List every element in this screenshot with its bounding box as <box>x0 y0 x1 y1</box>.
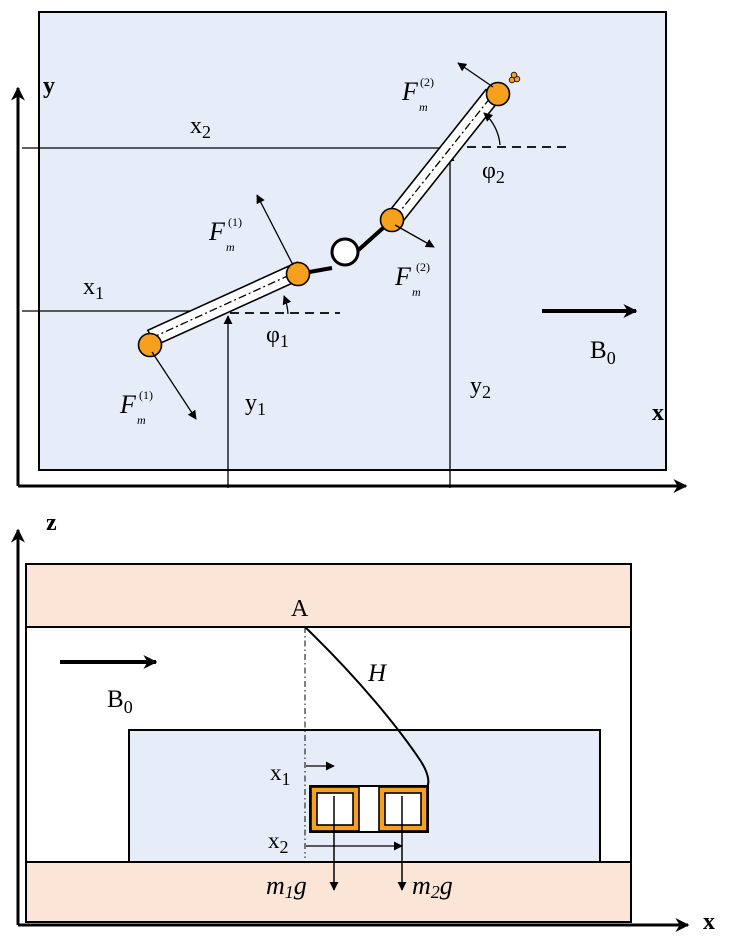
side-x2-label: x2 <box>268 828 289 857</box>
svg-text:F: F <box>119 390 137 419</box>
side-b0-label: B0 <box>107 686 133 717</box>
svg-text:(2): (2) <box>416 260 430 274</box>
force-arrow-1a <box>151 351 197 420</box>
end-effector-dots <box>508 71 521 84</box>
top-x-axis-label: x <box>652 400 664 426</box>
svg-text:m: m <box>412 285 421 299</box>
y2-label: y2 <box>470 373 491 402</box>
magnet-2a <box>379 207 405 233</box>
force-label-2b: F m (2) <box>401 75 434 114</box>
svg-text:F: F <box>394 262 412 291</box>
magnet-1a <box>137 332 163 358</box>
thread-h-label: H <box>367 660 388 687</box>
side-x-axis-label: x <box>703 909 715 935</box>
magnet-2b <box>485 81 511 107</box>
svg-text:(2): (2) <box>420 75 434 89</box>
force-label-1b: F m (1) <box>208 215 242 254</box>
x2-label: x2 <box>190 113 211 142</box>
side-view: z x A H x1 x2 m1g m2g B0 <box>11 510 715 935</box>
point-a-label: A <box>291 596 309 622</box>
robot-side-body <box>309 785 429 833</box>
force-arrow-2a <box>394 224 435 248</box>
thread-h <box>304 626 430 788</box>
phi2-label: φ2 <box>482 158 505 187</box>
top-y-axis-label: y <box>43 73 55 99</box>
svg-text:F: F <box>401 77 419 106</box>
magnet-1b <box>285 261 311 287</box>
top-view: y x <box>11 11 688 493</box>
bottom-layer <box>25 861 632 923</box>
force-arrow-2b <box>457 62 494 88</box>
svg-text:F: F <box>208 217 226 246</box>
m1g-label: m1g <box>266 871 307 902</box>
svg-text:m: m <box>226 240 235 254</box>
svg-text:m: m <box>137 413 146 427</box>
svg-text:(1): (1) <box>228 215 242 229</box>
m2g-label: m2g <box>412 871 453 902</box>
svg-text:(1): (1) <box>139 388 153 402</box>
x1-label: x1 <box>83 274 104 303</box>
phi1-label: φ1 <box>266 322 289 351</box>
side-x1-label: x1 <box>270 760 291 789</box>
force-label-1a: F m (1) <box>119 388 153 427</box>
force-arrow-1b <box>256 194 294 266</box>
b0-label: B0 <box>590 337 616 368</box>
svg-text:m: m <box>419 100 428 114</box>
phi2-arc <box>483 112 501 146</box>
force-label-2a: F m (2) <box>394 260 430 299</box>
joint-ring <box>330 237 360 267</box>
phi1-arc <box>282 295 292 315</box>
top-layer <box>25 563 632 628</box>
side-z-axis-label: z <box>46 510 57 536</box>
y1-label: y1 <box>245 390 266 419</box>
